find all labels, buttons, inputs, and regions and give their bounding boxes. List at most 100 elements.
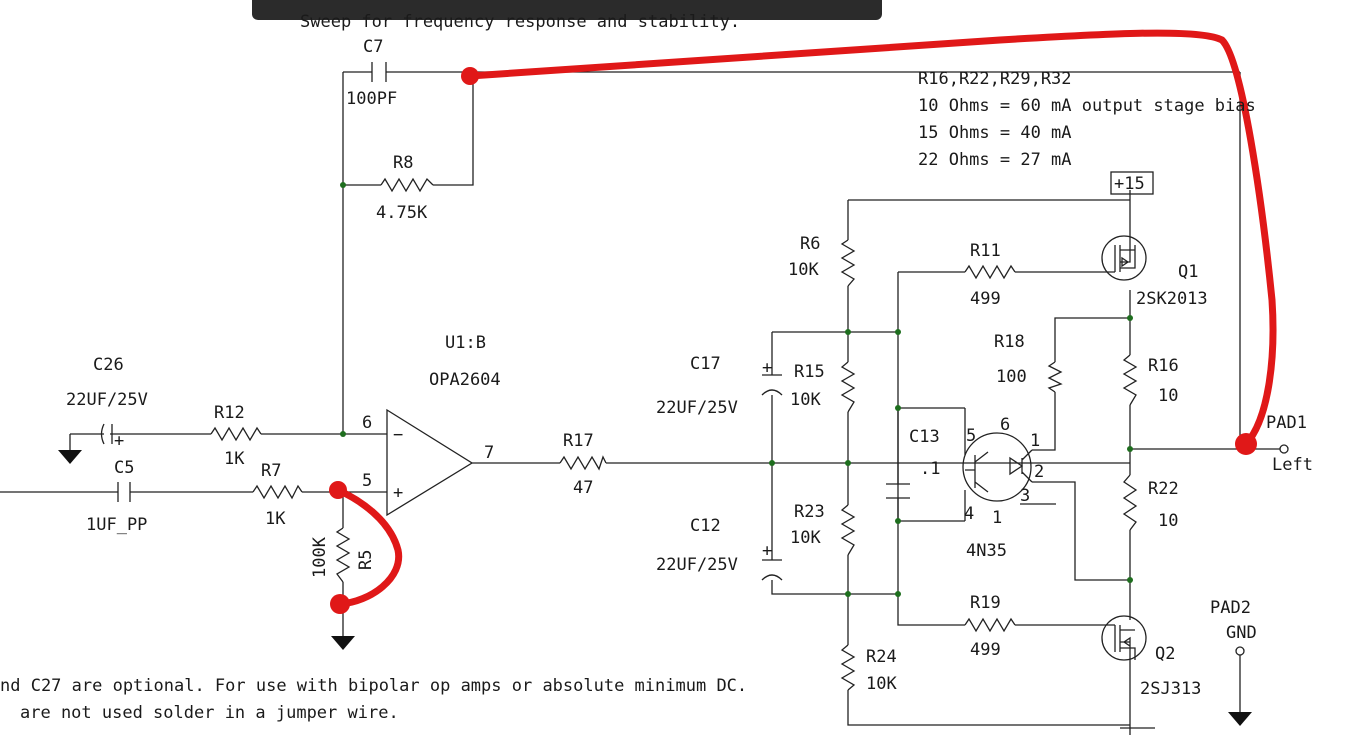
optocoupler-u2 bbox=[962, 432, 1056, 505]
u2-pin-1-low: 1 bbox=[992, 508, 1002, 528]
c13-value: .1 bbox=[920, 459, 940, 479]
r18-value: 100 bbox=[996, 367, 1027, 387]
capacitor-c17 bbox=[761, 374, 783, 396]
r5-value: 100K bbox=[310, 536, 330, 578]
ground-symbol-c26 bbox=[58, 450, 82, 464]
r15-ref: R15 bbox=[794, 362, 825, 382]
capacitor-c13 bbox=[886, 483, 910, 499]
bias-note-line2: 10 Ohms = 60 mA output stage bias bbox=[918, 96, 1256, 116]
sweep-note: Sweep for frequency response and stabili… bbox=[300, 12, 740, 32]
vplus-box bbox=[1110, 171, 1154, 195]
c13-ref: C13 bbox=[909, 427, 940, 447]
u1-value: OPA2604 bbox=[429, 370, 501, 390]
ground-symbol-pad2 bbox=[1228, 712, 1252, 726]
r11-value: 499 bbox=[970, 289, 1001, 309]
c17-value: 22UF/25V bbox=[656, 398, 738, 418]
capacitor-c7 bbox=[371, 62, 387, 82]
u1-pin-noninv: 5 bbox=[362, 471, 372, 491]
r23-ref: R23 bbox=[794, 502, 825, 522]
r6-value: 10K bbox=[788, 260, 819, 280]
c7-ref: C7 bbox=[363, 37, 383, 57]
u2-pin-2: 2 bbox=[1034, 462, 1044, 482]
c12-value: 22UF/25V bbox=[656, 555, 738, 575]
resistor-r12 bbox=[210, 426, 262, 442]
r7-value: 1K bbox=[265, 509, 286, 529]
r16-ref: R16 bbox=[1148, 356, 1179, 376]
pad2-terminal bbox=[1235, 646, 1245, 656]
wires bbox=[0, 71, 1280, 735]
q1-value: 2SK2013 bbox=[1136, 289, 1208, 309]
resistor-r24 bbox=[840, 644, 856, 691]
resistor-r18 bbox=[1047, 361, 1063, 393]
r18-ref: R18 bbox=[994, 332, 1025, 352]
resistor-r17 bbox=[559, 455, 607, 471]
q2-ref: Q2 bbox=[1155, 644, 1175, 664]
resistor-r15 bbox=[840, 361, 856, 413]
r12-ref: R12 bbox=[214, 403, 245, 423]
resistor-r11 bbox=[964, 264, 1016, 280]
c26-value: 22UF/25V bbox=[66, 390, 148, 410]
junction-dots bbox=[340, 182, 1133, 597]
r15-value: 10K bbox=[790, 390, 821, 410]
r16-value: 10 bbox=[1158, 386, 1178, 406]
capacitor-c26 bbox=[100, 423, 113, 445]
c12-plus: + bbox=[762, 541, 772, 561]
red-annotation bbox=[329, 29, 1277, 614]
c17-ref: C17 bbox=[690, 354, 721, 374]
resistor-r5 bbox=[335, 527, 351, 583]
footer-note-line2: are not used solder in a jumper wire. bbox=[20, 703, 399, 723]
overlay-toolbar bbox=[252, 0, 882, 20]
r8-ref: R8 bbox=[393, 153, 413, 173]
pad2-ref: PAD2 bbox=[1210, 598, 1251, 618]
c17-plus: + bbox=[762, 358, 772, 378]
c26-plus: + bbox=[114, 431, 124, 451]
r17-value: 47 bbox=[573, 478, 593, 498]
r24-ref: R24 bbox=[866, 647, 897, 667]
r11-ref: R11 bbox=[970, 241, 1001, 261]
r6-ref: R6 bbox=[800, 234, 820, 254]
bias-note-line3: 15 Ohms = 40 mA bbox=[918, 123, 1072, 143]
resistor-r16 bbox=[1122, 354, 1138, 406]
c5-ref: C5 bbox=[114, 458, 134, 478]
resistor-r19 bbox=[964, 617, 1016, 633]
mosfet-q2 bbox=[1101, 615, 1147, 661]
r22-value: 10 bbox=[1158, 511, 1178, 531]
r23-value: 10K bbox=[790, 528, 821, 548]
opamp-u1b bbox=[386, 408, 474, 517]
u1-ref: U1:B bbox=[445, 333, 486, 353]
r7-ref: R7 bbox=[261, 461, 281, 481]
r17-ref: R17 bbox=[563, 431, 594, 451]
c5-value: 1UF_PP bbox=[86, 515, 147, 535]
u2-pin-3: 3 bbox=[1020, 486, 1030, 506]
u2-pin-4: 4 bbox=[964, 504, 974, 524]
bias-note-line4: 22 Ohms = 27 mA bbox=[918, 150, 1072, 170]
bias-note-line1: R16,R22,R29,R32 bbox=[918, 69, 1072, 89]
capacitor-c12 bbox=[761, 559, 783, 581]
resistor-r8 bbox=[380, 177, 434, 193]
pad1-ref: PAD1 bbox=[1266, 413, 1307, 433]
ground-symbol-r5 bbox=[331, 636, 355, 650]
u1-plus: + bbox=[393, 483, 403, 503]
pad2-net: GND bbox=[1226, 623, 1257, 643]
pad1-terminal bbox=[1279, 444, 1289, 454]
u1-minus: − bbox=[393, 425, 403, 445]
resistor-r7 bbox=[252, 484, 303, 500]
r22-ref: R22 bbox=[1148, 479, 1179, 499]
r19-value: 499 bbox=[970, 640, 1001, 660]
r19-ref: R19 bbox=[970, 593, 1001, 613]
capacitor-c5 bbox=[117, 482, 131, 502]
vplus-label: +15 bbox=[1114, 174, 1145, 194]
u2-pin-1-high: 1 bbox=[1030, 431, 1040, 451]
c12-ref: C12 bbox=[690, 516, 721, 536]
r12-value: 1K bbox=[224, 449, 245, 469]
resistor-r6 bbox=[840, 239, 856, 287]
resistor-r23 bbox=[840, 504, 856, 556]
c26-ref: C26 bbox=[93, 355, 124, 375]
mosfet-q1 bbox=[1101, 235, 1147, 281]
u2-pin-6: 6 bbox=[1000, 415, 1010, 435]
r8-value: 4.75K bbox=[376, 203, 428, 223]
c7-value: 100PF bbox=[346, 89, 397, 109]
resistor-r22 bbox=[1122, 474, 1138, 531]
u1-pin-inv: 6 bbox=[362, 413, 372, 433]
